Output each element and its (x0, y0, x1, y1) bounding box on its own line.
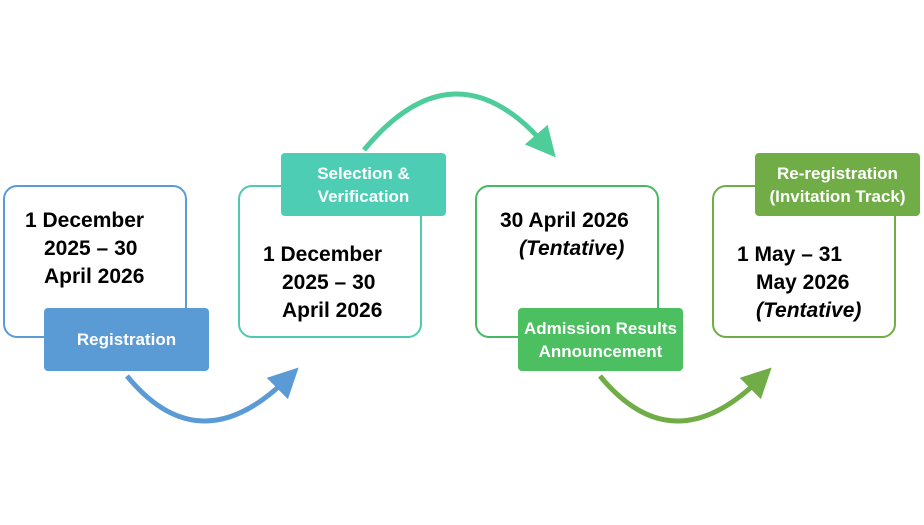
date-line: 30 April 2026 (500, 209, 629, 232)
reregistration-label: Re-registration (Invitation Track) (755, 153, 920, 216)
date-line: April 2026 (44, 265, 145, 288)
date-line: (Tentative) (519, 237, 625, 260)
results-label: Admission Results Announcement (518, 308, 683, 371)
date-line: April 2026 (282, 299, 383, 322)
label-text: Admission Results (523, 318, 678, 338)
label-text: Announcement (538, 341, 663, 361)
label-text: (Invitation Track) (769, 186, 906, 206)
arrow-results-to-reregistration (598, 367, 772, 424)
date-line: 2025 – 30 (282, 271, 376, 294)
date-line: 1 December (263, 243, 383, 266)
label-text: Verification (317, 186, 410, 206)
registration-dates: 1 December 2025 – 30 April 2026 (25, 207, 144, 291)
reregistration-dates: 1 May – 31 May 2026 (Tentative) (737, 241, 861, 325)
label-text: Re-registration (777, 163, 898, 183)
date-line: May 2026 (756, 271, 850, 294)
date-line: 2025 – 30 (44, 237, 138, 260)
results-dates: 30 April 2026 (Tentative) (500, 207, 629, 263)
label-text: Registration (76, 330, 177, 349)
selection-label: Selection & Verification (281, 153, 446, 216)
date-line: (Tentative) (756, 299, 862, 322)
selection-dates: 1 December 2025 – 30 April 2026 (263, 241, 382, 325)
arrow-registration-to-selection (125, 367, 299, 424)
arrow-selection-to-results (362, 91, 556, 158)
date-line: 1 December (25, 209, 145, 232)
label-text: Selection & (317, 163, 410, 183)
registration-label: Registration (44, 308, 209, 371)
date-line: 1 May – 31 (737, 243, 843, 266)
